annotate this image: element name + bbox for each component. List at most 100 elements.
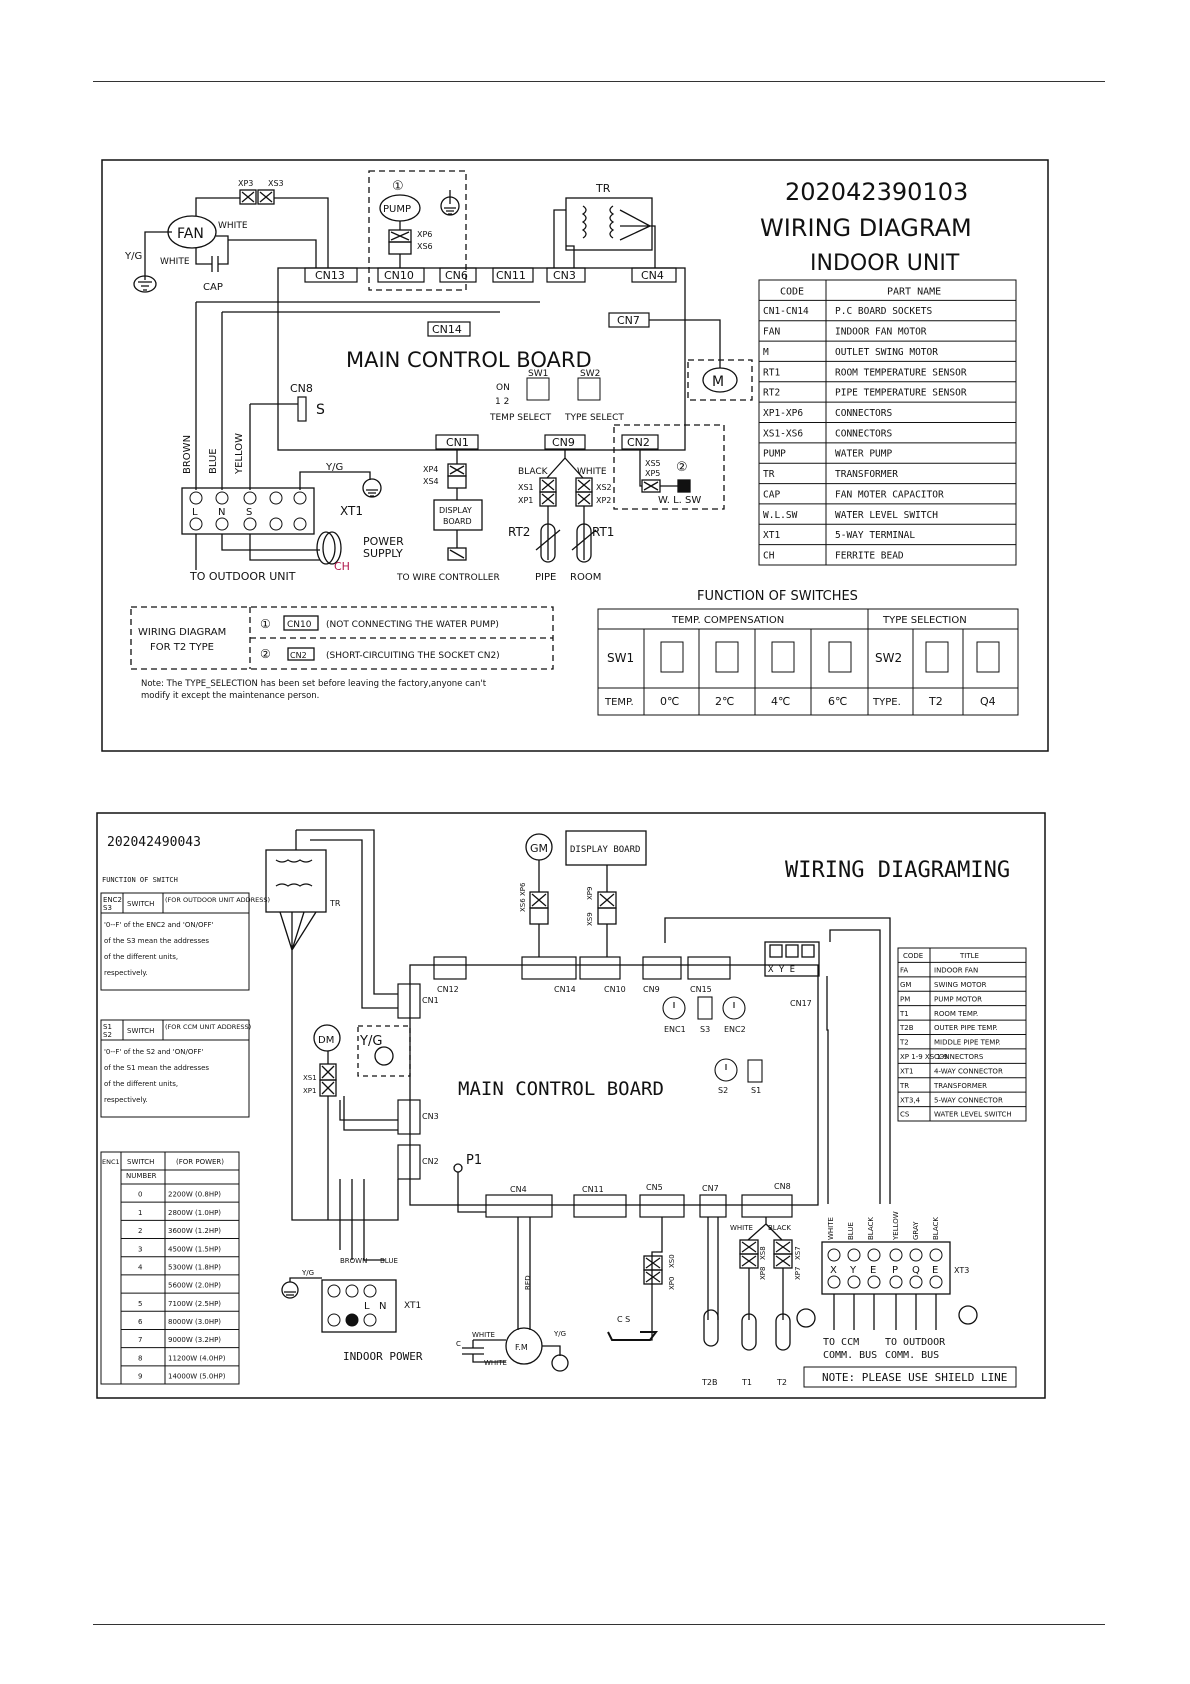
main-control-board <box>277 267 686 451</box>
d2-title-cell: MIDDLE PIPE TEMP. <box>934 1039 1001 1047</box>
svg-text:TYPE SELECT: TYPE SELECT <box>564 413 624 423</box>
svg-text:SW2: SW2 <box>580 369 600 379</box>
svg-text:XS0: XS0 <box>668 1254 676 1268</box>
svg-text:NUMBER: NUMBER <box>126 1172 157 1180</box>
svg-text:COMM. BUS: COMM. BUS <box>823 1350 877 1361</box>
svg-text:XS6: XS6 <box>519 898 527 912</box>
part-name-cell: FAN MOTER CAPACITOR <box>835 489 944 500</box>
ground-icon <box>796 1305 978 1328</box>
part-name-header: PART NAME <box>887 286 941 297</box>
transformer-icon <box>565 197 653 251</box>
svg-text:SW1: SW1 <box>528 369 548 379</box>
code-header: CODE <box>780 286 804 297</box>
svg-text:T1: T1 <box>741 1378 752 1387</box>
d1-title: WIRING DIAGRAM <box>760 214 972 242</box>
svg-text:BLACK: BLACK <box>867 1217 875 1240</box>
d1-subtitle: INDOOR UNIT <box>810 251 960 276</box>
svg-text:ENC1: ENC1 <box>102 1158 120 1166</box>
svg-text:CN14: CN14 <box>554 985 576 994</box>
svg-text:XP0: XP0 <box>668 1277 676 1290</box>
svg-text:TR: TR <box>329 899 341 908</box>
s-label: S <box>316 402 325 418</box>
svg-text:TO OUTDOOR UNIT: TO OUTDOOR UNIT <box>189 570 296 583</box>
d2-title-cell: TRANSFORMER <box>933 1082 987 1090</box>
d2-code-cell: T1 <box>899 1010 909 1018</box>
enc1-number-cell: 5 <box>138 1300 142 1308</box>
d2-display-board <box>565 830 647 866</box>
bottom-rule <box>93 1624 1105 1625</box>
svg-text:SWITCH: SWITCH <box>127 1158 154 1166</box>
cn7-label: CN7 <box>617 314 640 327</box>
xt1-terminal <box>181 487 315 535</box>
cn8-label: CN8 <box>290 382 313 395</box>
part-name-cell: TRANSFORMER <box>835 469 898 480</box>
svg-text:P1: P1 <box>466 1153 482 1168</box>
svg-text:P: P <box>892 1265 898 1276</box>
svg-text:CN8: CN8 <box>774 1182 791 1191</box>
svg-text:ENC1: ENC1 <box>664 1025 686 1034</box>
svg-text:XS7: XS7 <box>794 1246 802 1260</box>
svg-text:BROWN: BROWN <box>182 435 193 474</box>
svg-text:C S: C S <box>617 1315 630 1324</box>
wiring-diagram-indoor-unit: 202042390103 WIRING DIAGRAM INDOOR UNIT … <box>101 159 1049 752</box>
svg-text:CN1: CN1 <box>422 996 439 1005</box>
svg-text:PIPE: PIPE <box>535 572 556 583</box>
d2-code-cell: GM <box>900 981 911 989</box>
d2-transformer-icon <box>265 849 327 913</box>
svg-text:XS1: XS1 <box>518 483 534 492</box>
d2-code-cell: XT1 <box>900 1067 913 1075</box>
enc1-number-cell: 4 <box>138 1263 143 1271</box>
cn13-label: CN13 <box>315 269 345 282</box>
svg-text:BLUE: BLUE <box>208 448 219 474</box>
d2-title-cell: SWING MOTOR <box>934 981 987 989</box>
d2-code-cell: XP 1-9 XS 1-9 <box>900 1053 948 1061</box>
svg-text:XT1: XT1 <box>404 1301 421 1311</box>
svg-text:BROWN: BROWN <box>340 1257 367 1265</box>
svg-text:C: C <box>456 1340 461 1348</box>
svg-text:XP2: XP2 <box>596 496 611 505</box>
d2-title-cell: ROOM TEMP. <box>934 1010 978 1018</box>
svg-text:TO WIRE CONTROLLER: TO WIRE CONTROLLER <box>396 573 500 583</box>
cn2-label: CN2 <box>627 436 650 449</box>
d2-title-cell: PUMP MOTOR <box>934 995 982 1003</box>
d2-code-cell: TR <box>899 1082 909 1090</box>
svg-text:DISPLAY: DISPLAY <box>439 506 472 515</box>
svg-text:XP6: XP6 <box>417 230 432 239</box>
svg-text:COMM. BUS: COMM. BUS <box>885 1350 939 1361</box>
ground-icon <box>133 275 157 293</box>
svg-text:XP1: XP1 <box>518 496 533 505</box>
svg-text:RT2: RT2 <box>508 525 530 539</box>
svg-text:XP6: XP6 <box>519 882 527 896</box>
svg-text:①: ① <box>392 179 404 194</box>
svg-text:BLUE: BLUE <box>847 1222 855 1240</box>
d2-func-title: FUNCTION OF SWITCH <box>102 876 178 884</box>
part-name-cell: INDOOR FAN MOTOR <box>835 327 927 338</box>
svg-text:(FOR POWER): (FOR POWER) <box>176 1158 224 1166</box>
svg-text:W. L. SW: W. L. SW <box>658 495 701 506</box>
svg-text:'0--F' of the ENC2 and 'ON/OFF: '0--F' of the ENC2 and 'ON/OFF' <box>104 921 214 929</box>
terminal-screws <box>189 491 307 531</box>
svg-text:XT1: XT1 <box>340 504 363 518</box>
cn1-label: CN1 <box>446 436 469 449</box>
svg-text:TO CCM: TO CCM <box>823 1337 859 1348</box>
cn10-label: CN10 <box>384 269 414 282</box>
svg-text:Y/G: Y/G <box>553 1330 566 1338</box>
d2-main-control-board <box>409 964 819 1206</box>
svg-text:Q: Q <box>912 1265 920 1276</box>
svg-text:respectively.: respectively. <box>104 969 148 977</box>
svg-text:CN12: CN12 <box>437 985 459 994</box>
d2-xt1-terminal <box>321 1279 397 1333</box>
svg-text:PUMP: PUMP <box>383 204 411 215</box>
svg-text:S: S <box>246 507 252 518</box>
d2-part-number: 202042490043 <box>107 835 201 850</box>
svg-text:XS4: XS4 <box>423 477 439 486</box>
svg-text:CN10: CN10 <box>604 985 626 994</box>
enc1-number-cell: 8 <box>138 1354 142 1362</box>
water-level-switch-icon <box>607 1331 658 1341</box>
top-rule <box>93 81 1105 82</box>
svg-text:GRAY: GRAY <box>912 1221 920 1240</box>
d2-code-header: CODE <box>903 952 923 960</box>
xt3-terminal <box>821 1241 951 1295</box>
svg-text:XS1: XS1 <box>303 1074 317 1082</box>
display-board <box>433 499 483 531</box>
